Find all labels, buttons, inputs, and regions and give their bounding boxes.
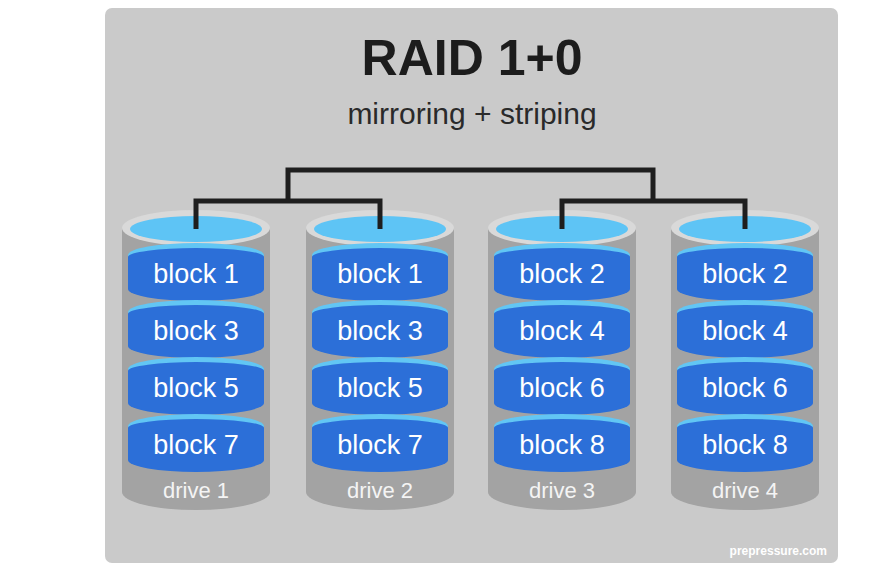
data-block: block 8 bbox=[677, 414, 813, 472]
data-block: block 7 bbox=[128, 414, 264, 472]
block-label: block 3 bbox=[128, 315, 264, 347]
block-label: block 6 bbox=[494, 372, 630, 404]
data-block: block 2 bbox=[494, 243, 630, 301]
data-block: block 6 bbox=[494, 357, 630, 415]
data-block: block 1 bbox=[312, 243, 448, 301]
block-label: block 7 bbox=[312, 429, 448, 461]
drive-label: drive 3 bbox=[488, 478, 636, 504]
block-label: block 5 bbox=[312, 372, 448, 404]
drive-label: drive 1 bbox=[122, 478, 270, 504]
diagram-title: RAID 1+0 bbox=[362, 30, 583, 86]
data-block: block 5 bbox=[312, 357, 448, 415]
array-bracket bbox=[196, 170, 745, 212]
data-block: block 3 bbox=[128, 300, 264, 358]
drive-label: drive 2 bbox=[306, 478, 454, 504]
data-block: block 8 bbox=[494, 414, 630, 472]
block-label: block 8 bbox=[677, 429, 813, 461]
drive-label: drive 4 bbox=[671, 478, 819, 504]
block-label: block 4 bbox=[494, 315, 630, 347]
drive-cylinder: drive 4 block 2 block 4 block 6 block 8 bbox=[671, 210, 819, 510]
block-label: block 7 bbox=[128, 429, 264, 461]
block-label: block 4 bbox=[677, 315, 813, 347]
drive-cylinder: drive 2 block 1 block 3 block 5 block 7 bbox=[306, 210, 454, 510]
data-block: block 5 bbox=[128, 357, 264, 415]
watermark: prepressure.com bbox=[730, 544, 827, 558]
data-block: block 4 bbox=[677, 300, 813, 358]
data-block: block 3 bbox=[312, 300, 448, 358]
block-label: block 3 bbox=[312, 315, 448, 347]
drive-cylinder: drive 3 block 2 block 4 block 6 block 8 bbox=[488, 210, 636, 510]
block-label: block 1 bbox=[128, 258, 264, 290]
block-label: block 6 bbox=[677, 372, 813, 404]
block-label: block 5 bbox=[128, 372, 264, 404]
data-block: block 6 bbox=[677, 357, 813, 415]
data-block: block 1 bbox=[128, 243, 264, 301]
block-label: block 1 bbox=[312, 258, 448, 290]
data-block: block 4 bbox=[494, 300, 630, 358]
block-label: block 2 bbox=[677, 258, 813, 290]
data-block: block 7 bbox=[312, 414, 448, 472]
block-label: block 2 bbox=[494, 258, 630, 290]
data-block: block 2 bbox=[677, 243, 813, 301]
panel bbox=[105, 8, 838, 563]
drive-cylinder: drive 1 block 1 block 3 block 5 block 7 bbox=[122, 210, 270, 510]
block-label: block 8 bbox=[494, 429, 630, 461]
subtitle: mirroring + striping bbox=[347, 96, 596, 132]
